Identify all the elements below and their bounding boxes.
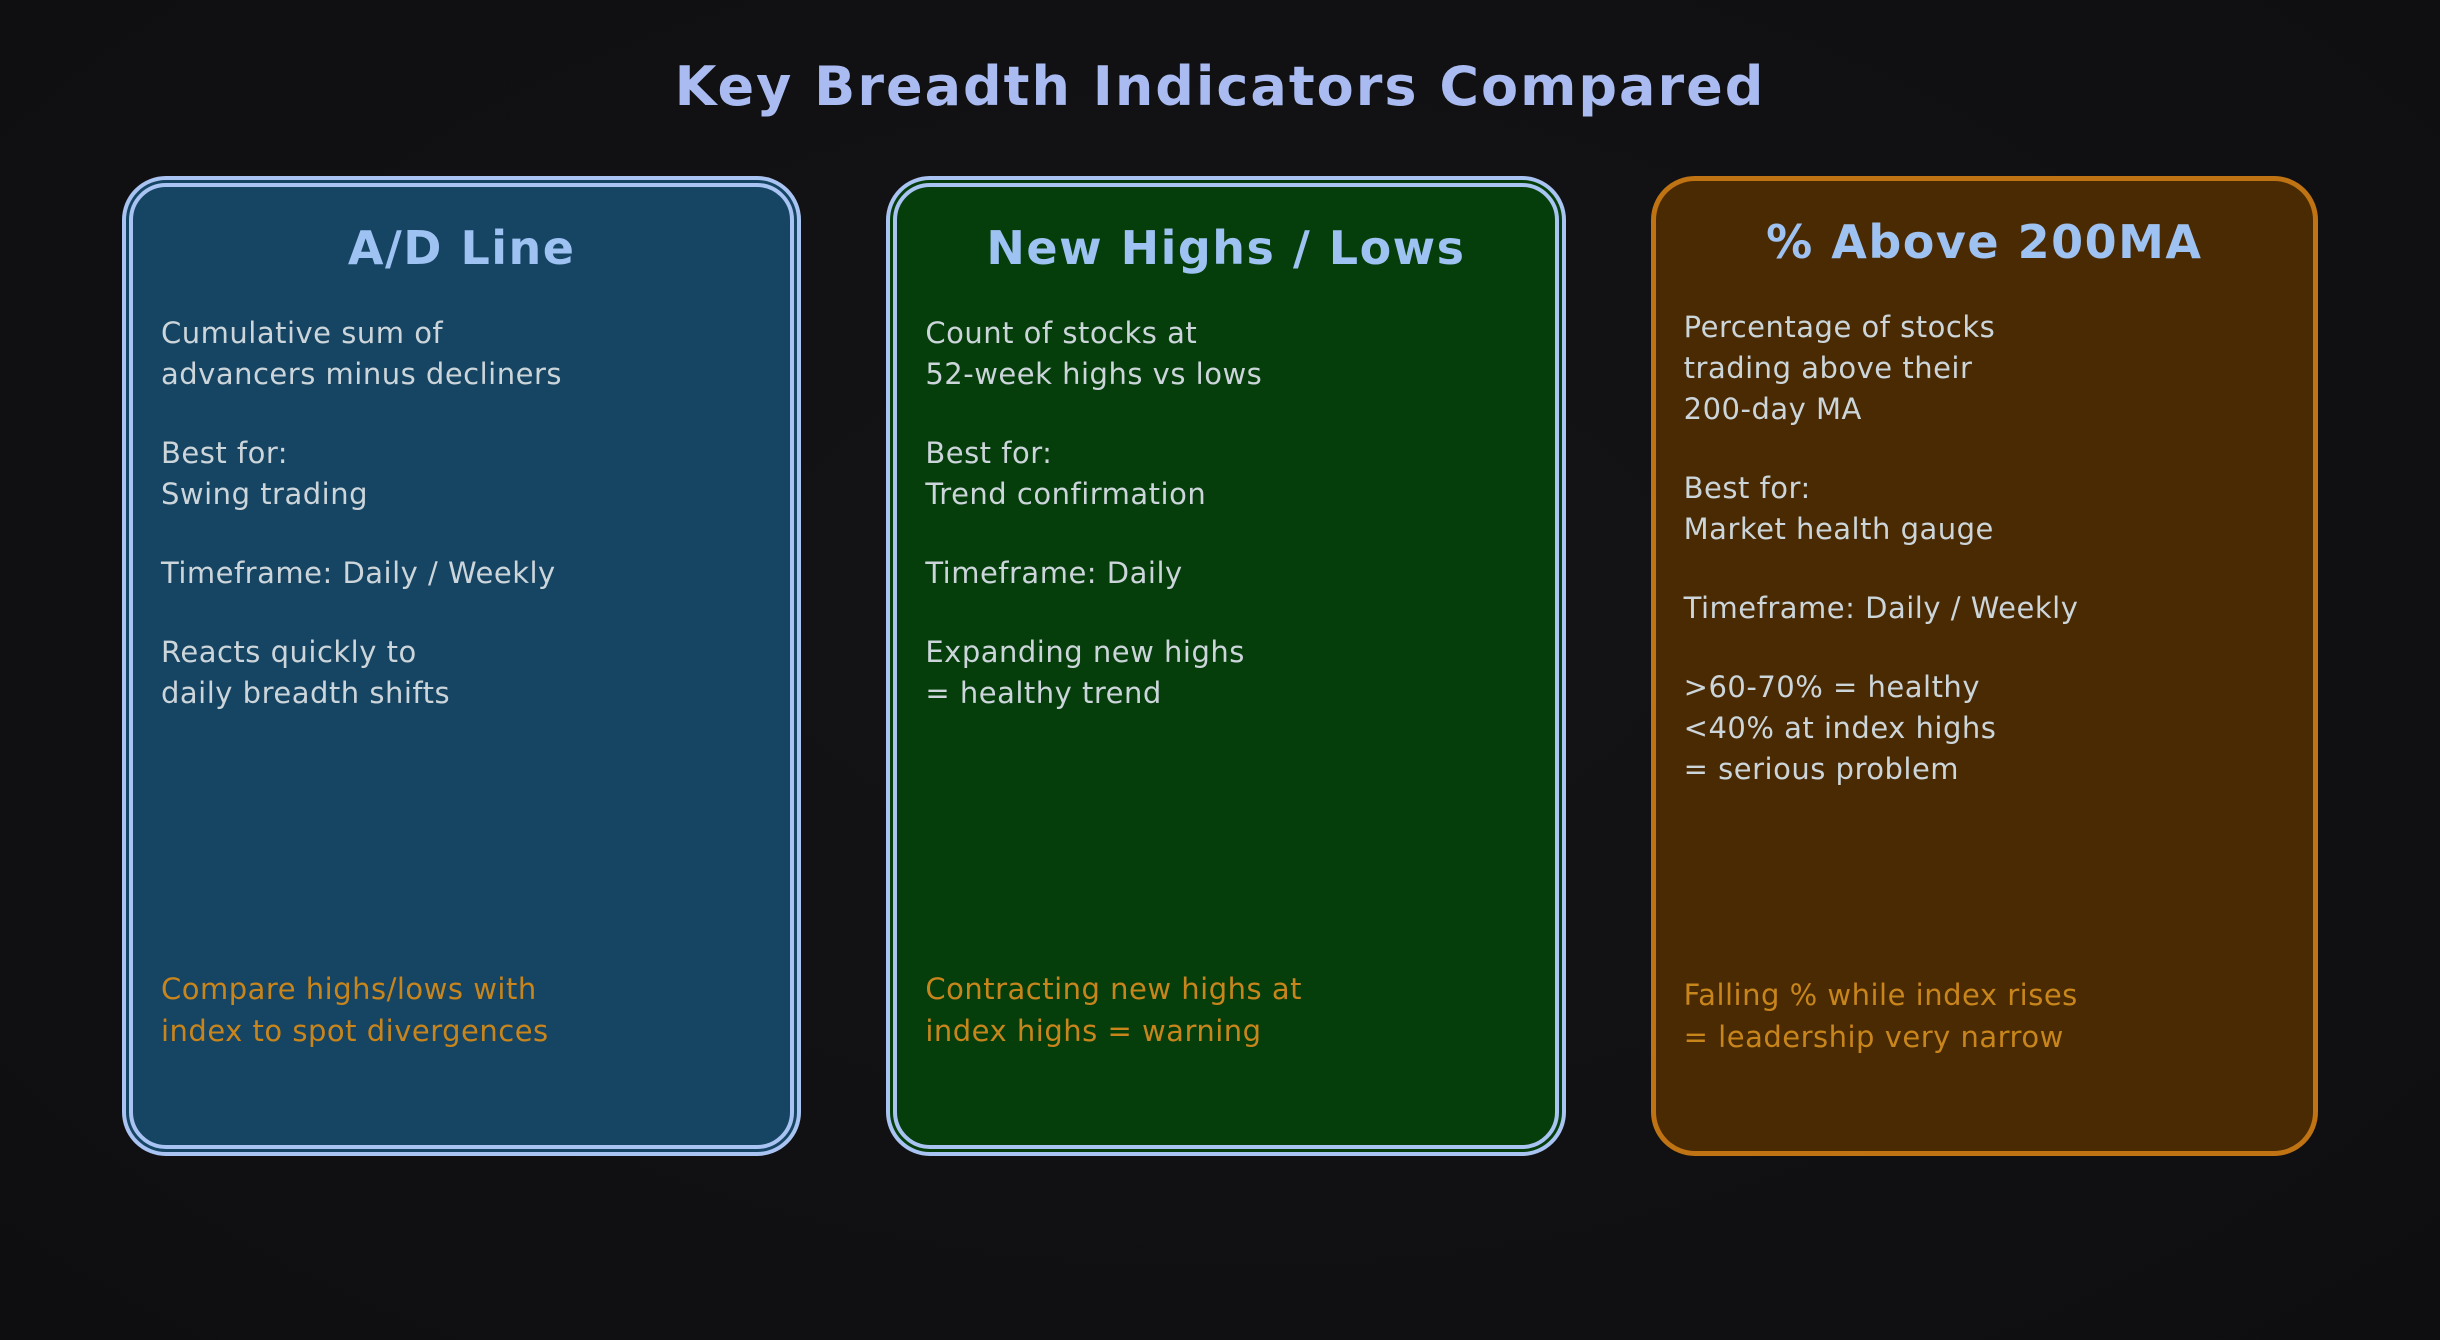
body-line: trading above their (1683, 351, 1973, 385)
note-line: = leadership very narrow (1683, 1020, 2064, 1054)
card-description: Cumulative sum of advancers minus declin… (161, 313, 762, 395)
card-timeframe: Timeframe: Daily / Weekly (1684, 588, 2285, 629)
card-description: Percentage of stocks trading above their… (1684, 307, 2285, 430)
body-line: = healthy trend (925, 676, 1162, 710)
card-note: Falling % while index rises = leadership… (1684, 974, 2285, 1058)
body-line: Market health gauge (1683, 512, 1994, 546)
card-timeframe: Timeframe: Daily / Weekly (161, 553, 762, 594)
body-line: Expanding new highs (925, 635, 1245, 669)
body-line: 200-day MA (1683, 392, 1862, 426)
body-line: Timeframe: Daily / Weekly (161, 556, 556, 590)
card-ad-line: A/D Line Cumulative sum of advancers min… (122, 176, 802, 1156)
body-line: Count of stocks at (925, 316, 1198, 350)
card-note: Contracting new highs at index highs = w… (925, 968, 1526, 1052)
note-line: index highs = warning (925, 1014, 1262, 1048)
body-line: 52-week highs vs lows (925, 357, 1263, 391)
body-line: Swing trading (161, 477, 369, 511)
note-line: Compare highs/lows with (161, 972, 537, 1006)
card-title: A/D Line (347, 221, 576, 275)
body-line: Cumulative sum of (161, 316, 444, 350)
body-line: daily breadth shifts (161, 676, 451, 710)
card-note: Compare highs/lows with index to spot di… (161, 968, 762, 1052)
body-line: Best for: (1683, 471, 1811, 505)
note-line: Contracting new highs at (925, 972, 1302, 1006)
card-thresholds: >60-70% = healthy <40% at index highs = … (1684, 667, 2285, 790)
body-line: Timeframe: Daily / Weekly (1683, 591, 2079, 625)
card-behavior: Reacts quickly to daily breadth shifts (161, 632, 762, 714)
card-best-for: Best for: Swing trading (161, 433, 762, 515)
card-behavior: Expanding new highs = healthy trend (925, 632, 1526, 714)
body-line: Reacts quickly to (161, 635, 417, 669)
note-line: Falling % while index rises (1683, 978, 2078, 1012)
card-title: New Highs / Lows (986, 221, 1466, 275)
body-line: Trend confirmation (925, 477, 1207, 511)
card-pct-above-200ma: % Above 200MA Percentage of stocks tradi… (1650, 176, 2318, 1156)
body-line: Percentage of stocks (1683, 310, 1996, 344)
body-line: Timeframe: Daily (925, 556, 1183, 590)
card-best-for: Best for: Trend confirmation (925, 433, 1526, 515)
body-line: = serious problem (1683, 752, 1960, 786)
card-best-for: Best for: Market health gauge (1684, 468, 2285, 550)
card-description: Count of stocks at 52-week highs vs lows (925, 313, 1526, 395)
note-line: index to spot divergences (161, 1014, 549, 1048)
card-timeframe: Timeframe: Daily (925, 553, 1526, 594)
card-new-highs-lows: New Highs / Lows Count of stocks at 52-w… (886, 176, 1566, 1156)
body-line: <40% at index highs (1683, 711, 1997, 745)
body-line: Best for: (925, 436, 1053, 470)
page-title: Key Breadth Indicators Compared (674, 55, 1766, 118)
body-line: >60-70% = healthy (1683, 670, 1980, 704)
body-line: advancers minus decliners (161, 357, 562, 391)
card-title: % Above 200MA (1766, 215, 2203, 269)
cards-row: A/D Line Cumulative sum of advancers min… (0, 176, 2440, 1156)
body-line: Best for: (161, 436, 289, 470)
